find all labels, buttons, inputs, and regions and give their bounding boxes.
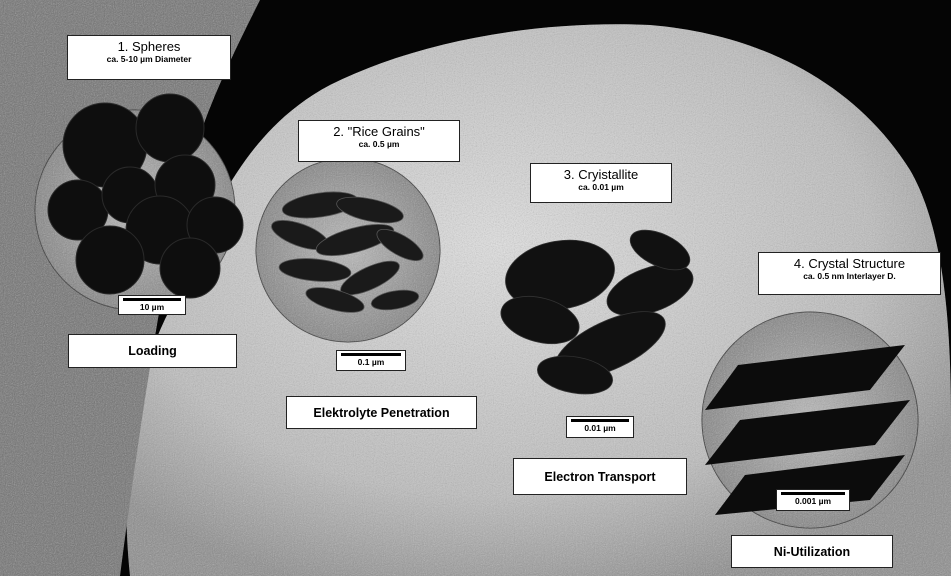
stage-2-scale-bar: 0.1 µm xyxy=(336,350,406,371)
stage-2-caption: Elektrolyte Penetration xyxy=(286,396,477,429)
stage-4-title: 4. Crystal Structure xyxy=(759,257,940,272)
stage-3-subtitle: ca. 0.01 µm xyxy=(531,183,671,193)
stage-3-title: 3. Cryistallite xyxy=(531,168,671,183)
stage-1-caption: Loading xyxy=(68,334,237,368)
stage-4-title-box: 4. Crystal Structure ca. 0.5 nm Interlay… xyxy=(758,252,941,295)
stage-1-title: 1. Spheres xyxy=(68,40,230,55)
stage-1-subtitle: ca. 5-10 µm Diameter xyxy=(68,55,230,65)
stage-4-subtitle: ca. 0.5 nm Interlayer D. xyxy=(759,272,940,282)
stage-3-title-box: 3. Cryistallite ca. 0.01 µm xyxy=(530,163,672,203)
stage-3-caption: Electron Transport xyxy=(513,458,687,495)
stage-3-scale-bar: 0.01 µm xyxy=(566,416,634,438)
stage-2-title: 2. "Rice Grains" xyxy=(299,125,459,140)
stage-2-subtitle: ca. 0.5 µm xyxy=(299,140,459,150)
stage-1-title-box: 1. Spheres ca. 5-10 µm Diameter xyxy=(67,35,231,80)
stage-1-scale-bar: 10 µm xyxy=(118,295,186,315)
stage-2-title-box: 2. "Rice Grains" ca. 0.5 µm xyxy=(298,120,460,162)
sphere xyxy=(136,94,204,162)
rice-grains-circle xyxy=(256,158,440,342)
sphere xyxy=(76,226,144,294)
stage-4-scale-bar: 0.001 µm xyxy=(776,489,850,511)
stage-4-caption: Ni-Utilization xyxy=(731,535,893,568)
sphere xyxy=(160,238,220,298)
